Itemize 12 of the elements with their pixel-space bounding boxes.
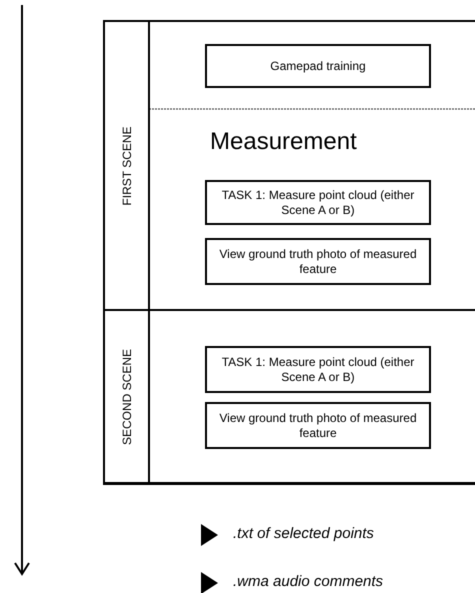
step-box: TASK 1: Measure point cloud (either Scene A or B): [205, 180, 431, 225]
step-box: View ground truth photo of measured feature: [205, 402, 431, 449]
output-item: .wma audio comments: [233, 573, 384, 590]
output-item: .txt of selected points: [233, 525, 374, 542]
step-box: View ground truth photo of measured feature: [205, 238, 431, 285]
row-heading: FIRST SCENE: [120, 126, 134, 206]
row-heading: SECOND SCENE: [120, 348, 134, 445]
section-heading: Measurement: [210, 128, 357, 156]
scene-band: [103, 20, 475, 310]
step-box: TASK 1: Measure point cloud (either Scene A or B): [205, 346, 431, 393]
step-box: Gamepad training: [205, 44, 431, 88]
scene-band: [103, 309, 475, 485]
